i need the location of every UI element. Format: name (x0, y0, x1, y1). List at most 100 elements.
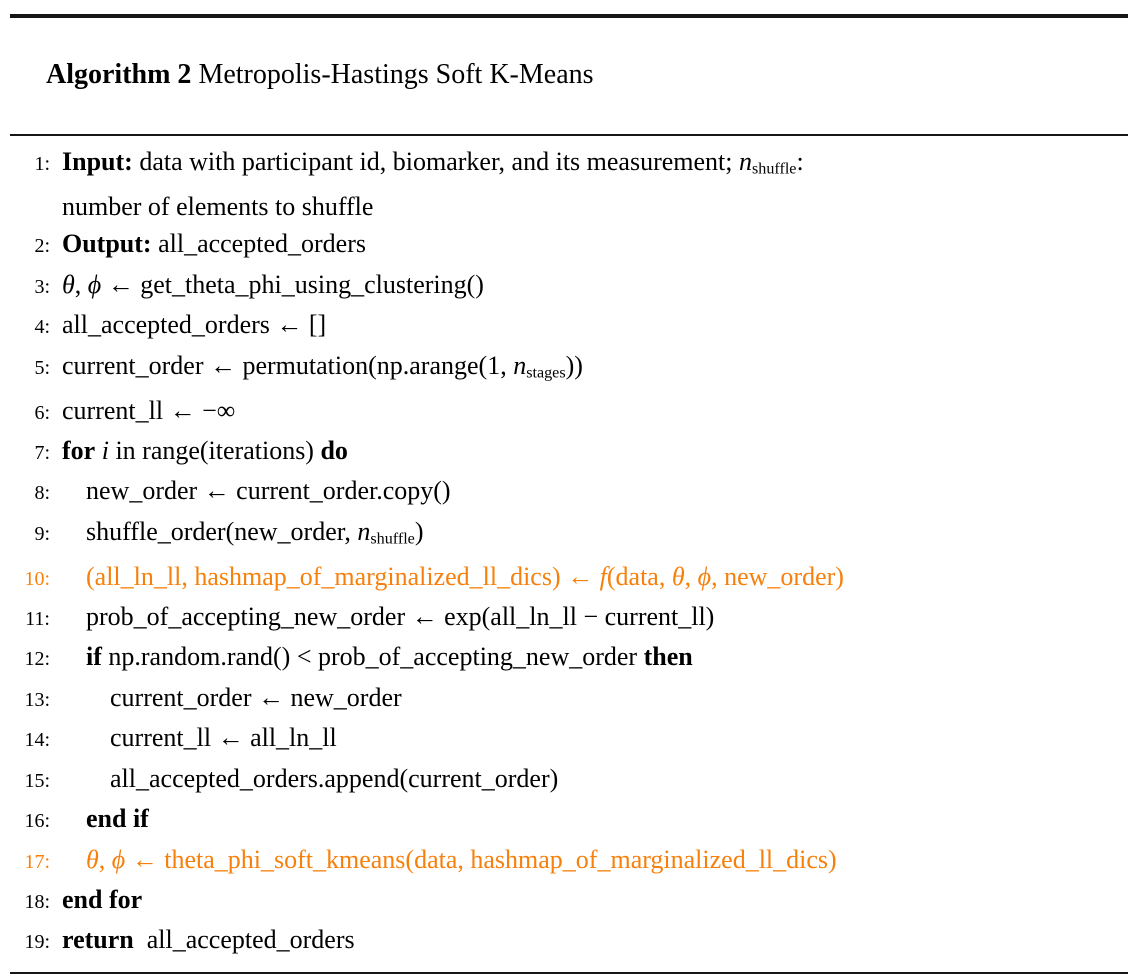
line-number: 12: (24, 648, 50, 671)
code-segment: ) (414, 516, 424, 546)
code-segment: , (74, 269, 88, 299)
line-number: 6: (34, 401, 50, 424)
algorithm-line: 7: for i in range(iterations) do (12, 432, 1126, 472)
code-segment: shuffle (370, 530, 415, 548)
code-segment: , (98, 844, 112, 874)
line-number: 13: (24, 688, 50, 711)
code-segment: end if (86, 804, 149, 834)
code-segment: stages (526, 364, 566, 382)
code-segment: i (101, 435, 109, 465)
line-content: prob_of_accepting_new_order ← exp(all_ln… (62, 598, 1126, 635)
algorithm-line: 13: current_order ← new_order (12, 679, 1126, 719)
line-number: 8: (34, 482, 50, 505)
line-content: current_ll ← all_ln_ll (62, 719, 1126, 756)
code-segment: np.random.rand() < prob_of_accepting_new… (101, 642, 644, 672)
line-content: current_order ← new_order (62, 679, 1126, 716)
code-segment: ϕ (111, 844, 126, 874)
algorithm-line: 5: current_order ← permutation(np.arange(… (12, 347, 1126, 392)
top-rule (10, 14, 1128, 18)
line-content: θ, ϕ ← theta_phi_soft_kmeans(data, hashm… (62, 841, 1126, 878)
algorithm-line: 9: shuffle_order(new_order, nshuffle) (12, 513, 1126, 558)
code-segment: if (86, 642, 102, 672)
code-segment: shuffle_order(new_order, (86, 516, 358, 546)
code-segment: current_order ← new_order (110, 682, 402, 712)
line-number: 1: (34, 153, 50, 175)
code-segment: ϕ (87, 269, 102, 299)
code-segment: number of elements to shuffle (62, 191, 374, 221)
algorithm-line: 19: return all_accepted_orders (12, 921, 1126, 961)
code-segment: n (357, 516, 371, 546)
line-content: current_order ← permutation(np.arange(1,… (62, 347, 1126, 392)
code-segment: n (739, 147, 752, 176)
code-segment: θ (62, 269, 75, 299)
code-segment: n (513, 350, 527, 380)
header-rule (10, 134, 1128, 136)
code-segment: current_ll ← all_ln_ll (110, 723, 337, 753)
code-segment: (data, (606, 561, 672, 591)
line-content: Input: data with participant id, biomark… (62, 143, 1126, 225)
code-segment: end for (62, 884, 143, 914)
algorithm-line: 14: current_ll ← all_ln_ll (12, 719, 1126, 759)
algorithm-line: 2:Output: all_accepted_orders (12, 225, 1126, 265)
code-segment: θ (86, 844, 99, 874)
line-number: 7: (34, 441, 50, 464)
line-content: shuffle_order(new_order, nshuffle) (62, 513, 1126, 558)
algorithm-line: 18: end for (12, 881, 1126, 921)
line-content: current_ll ← −∞ (62, 392, 1126, 429)
code-segment: do (320, 435, 348, 465)
code-segment: current_order ← permutation(np.arange(1, (62, 350, 514, 380)
line-number: 15: (24, 769, 50, 792)
code-segment: f (599, 561, 607, 591)
line-content: end for (62, 881, 1126, 918)
algorithm-line: 11: prob_of_accepting_new_order ← exp(all… (12, 598, 1126, 638)
line-content: if np.random.rand() < prob_of_accepting_… (62, 638, 1126, 675)
code-segment: all_accepted_orders (151, 229, 366, 259)
code-segment: )) (565, 350, 583, 380)
algorithm-line: 17: θ, ϕ ← theta_phi_soft_kmeans(data, ha… (12, 841, 1126, 881)
line-content: return all_accepted_orders (62, 921, 1126, 958)
line-number: 17: (24, 850, 50, 873)
algorithm-line: 3: θ, ϕ ← get_theta_phi_using_clustering(… (12, 266, 1126, 306)
code-segment: (all_ln_ll, hashmap_of_marginalized_ll_d… (86, 561, 600, 591)
algorithm-line: 10: (all_ln_ll, hashmap_of_marginalized_l… (12, 558, 1126, 598)
algorithm-name: Metropolis-Hastings Soft K-Means (191, 59, 594, 90)
code-segment: then (643, 642, 693, 672)
code-segment: for (62, 435, 96, 465)
algorithm-line: 6: current_ll ← −∞ (12, 392, 1126, 432)
code-segment: all_accepted_orders ← [] (62, 310, 327, 340)
algorithm-title: Algorithm 2 Metropolis-Hastings Soft K-M… (10, 18, 1128, 134)
line-number: 3: (34, 275, 50, 298)
line-content: (all_ln_ll, hashmap_of_marginalized_ll_d… (62, 558, 1126, 595)
line-number: 10: (24, 567, 50, 590)
line-content: for i in range(iterations) do (62, 432, 1126, 469)
line-content: all_accepted_orders.append(current_order… (62, 760, 1126, 797)
line-number: 19: (24, 931, 50, 954)
code-segment: prob_of_accepting_new_order ← exp(all_ln… (86, 602, 715, 632)
line-number: 14: (24, 729, 50, 752)
line-number: 16: (24, 810, 50, 833)
algorithm-line: 8: new_order ← current_order.copy() (12, 472, 1126, 512)
line-number: 5: (34, 356, 50, 379)
code-segment: , new_order) (711, 561, 844, 591)
code-segment: ϕ (697, 561, 712, 591)
code-segment: : (796, 147, 804, 176)
line-number: 4: (34, 316, 50, 339)
line-number: 9: (34, 522, 50, 545)
algorithm-number-label: Algorithm 2 (46, 59, 192, 90)
code-segment: in range(iterations) (108, 435, 321, 465)
code-segment: all_accepted_orders.append(current_order… (110, 763, 559, 793)
line-content: all_accepted_orders ← [] (62, 306, 1126, 343)
code-segment: θ (671, 561, 685, 591)
code-segment: all_accepted_orders (133, 925, 355, 955)
line-content: new_order ← current_order.copy() (62, 472, 1126, 509)
algorithm-line: 16: end if (12, 800, 1126, 840)
algorithm-body: 1: Input: data with participant id, bioma… (10, 136, 1128, 972)
algorithm-line: 4: all_accepted_orders ← [] (12, 306, 1126, 346)
line-number: 18: (24, 890, 50, 913)
code-segment: current_ll ← −∞ (62, 395, 236, 425)
algorithm-line: 15: all_accepted_orders.append(current_or… (12, 760, 1126, 800)
code-segment: return (62, 925, 134, 955)
line-content: θ, ϕ ← get_theta_phi_using_clustering() (62, 266, 1126, 303)
line-number: 11: (25, 608, 50, 631)
